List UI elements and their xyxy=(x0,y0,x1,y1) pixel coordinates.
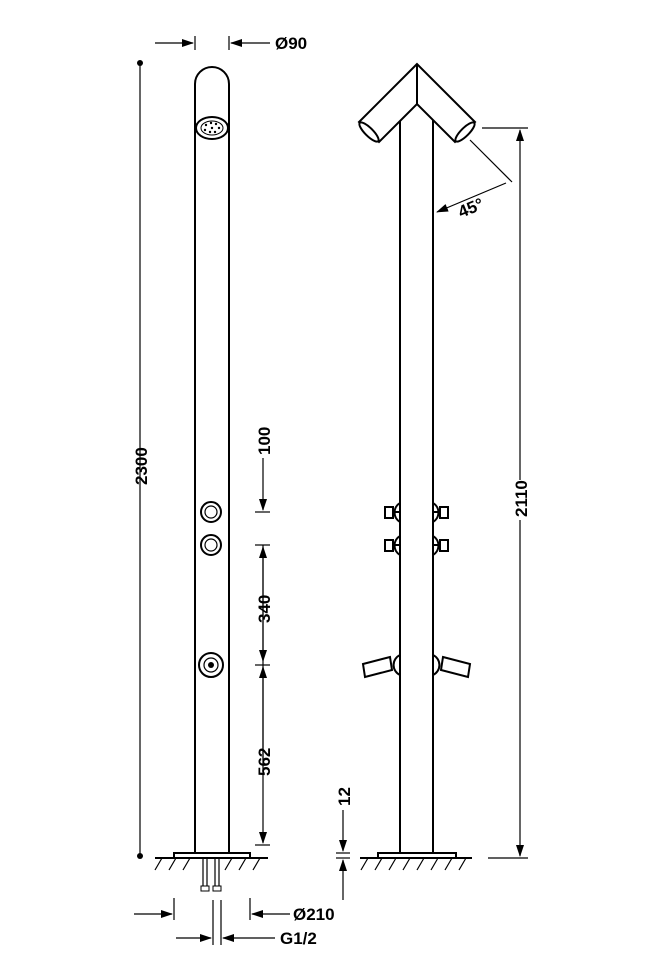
dim-valve-spacing: 100 340 562 xyxy=(255,427,274,846)
dim-head-angle: 45° xyxy=(436,139,513,222)
valve-knob-lower-icon xyxy=(200,534,222,556)
side-valve-upper-icon xyxy=(384,501,449,524)
label-connection: G1/2 xyxy=(280,929,317,948)
label-total-height: 2300 xyxy=(132,447,151,485)
dim-total-height: 2300 xyxy=(132,60,151,859)
side-foot-spray-icon xyxy=(361,653,472,679)
label-head-angle: 45° xyxy=(455,194,486,221)
dim-column-diameter: Ø90 xyxy=(155,34,307,53)
side-ground-hatch xyxy=(360,857,472,871)
label-segment-low: 562 xyxy=(255,748,274,776)
side-view xyxy=(357,62,477,871)
front-view xyxy=(154,66,268,892)
dim-connection: G1/2 xyxy=(176,900,317,948)
dim-base-diameter: Ø210 xyxy=(134,898,335,924)
front-ground-hatch xyxy=(154,857,268,871)
label-column-diameter: Ø90 xyxy=(275,34,307,53)
front-column xyxy=(194,66,230,853)
supply-pipes xyxy=(200,858,222,892)
label-head-height: 2110 xyxy=(512,480,531,517)
label-segment-mid: 340 xyxy=(255,595,274,623)
label-segment-top: 100 xyxy=(255,427,274,455)
dim-base-thickness: 12 xyxy=(335,787,354,900)
dim-head-height: 2110 xyxy=(482,127,531,859)
side-valve-lower-icon xyxy=(384,534,449,557)
label-base-thickness: 12 xyxy=(335,787,354,806)
twin-shower-head-icon xyxy=(357,62,477,144)
valve-knob-upper-icon xyxy=(200,501,222,523)
label-base-diameter: Ø210 xyxy=(293,905,335,924)
foot-valve-icon xyxy=(198,652,224,678)
shower-head-icon xyxy=(195,116,229,140)
